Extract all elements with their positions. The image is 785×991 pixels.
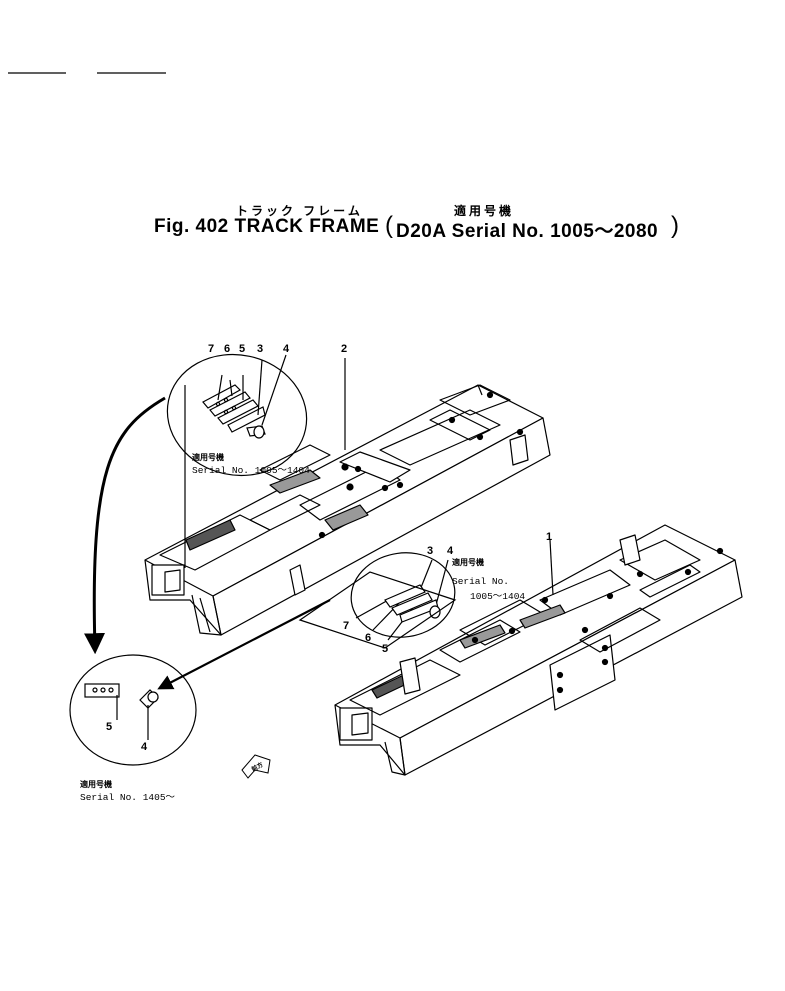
model-serial: D20A Serial No. 1005～2080 xyxy=(396,221,659,242)
title-jp-name: トラック フレーム xyxy=(236,204,363,218)
callout-7: 7 xyxy=(208,343,215,355)
serial-b: Serial No. xyxy=(452,576,510,587)
callout-6: 6 xyxy=(224,343,231,355)
track-frame-lower xyxy=(334,524,743,776)
inset-b xyxy=(298,552,457,649)
serial-c: Serial No. 1405～ xyxy=(80,792,176,803)
paren-open: ( xyxy=(385,212,394,239)
callout-1: 1 xyxy=(546,531,553,543)
callout-5: 5 xyxy=(239,343,246,355)
title-jp-applicable: 適用号機 xyxy=(454,204,515,218)
track-frame-upper xyxy=(144,384,551,636)
callout-c-5: 5 xyxy=(106,721,113,733)
callout-b-3: 3 xyxy=(427,545,434,557)
paren-close: ) xyxy=(671,212,680,239)
callout-b-5: 5 xyxy=(382,643,389,655)
serial-b-range: 1005～1404 xyxy=(470,591,526,602)
callout-3: 3 xyxy=(257,343,264,355)
callout-2: 2 xyxy=(341,343,348,355)
callout-b-7: 7 xyxy=(343,620,350,632)
serial-c-jp: 適用号機 xyxy=(80,780,112,789)
inset-c xyxy=(69,654,197,766)
callout-b-6: 6 xyxy=(365,632,372,644)
callout-4: 4 xyxy=(283,343,290,355)
front-arrow-icon xyxy=(241,754,271,779)
figure-title: Fig. 402 TRACK FRAME xyxy=(154,216,380,237)
serial-a-jp: 適用号機 xyxy=(192,453,224,462)
callout-c-4: 4 xyxy=(141,741,148,753)
serial-b-jp: 適用号機 xyxy=(452,558,484,567)
callout-b-4: 4 xyxy=(447,545,454,557)
flow-arrows xyxy=(84,396,331,690)
serial-a: Serial No. 1005～1404 xyxy=(192,465,310,476)
